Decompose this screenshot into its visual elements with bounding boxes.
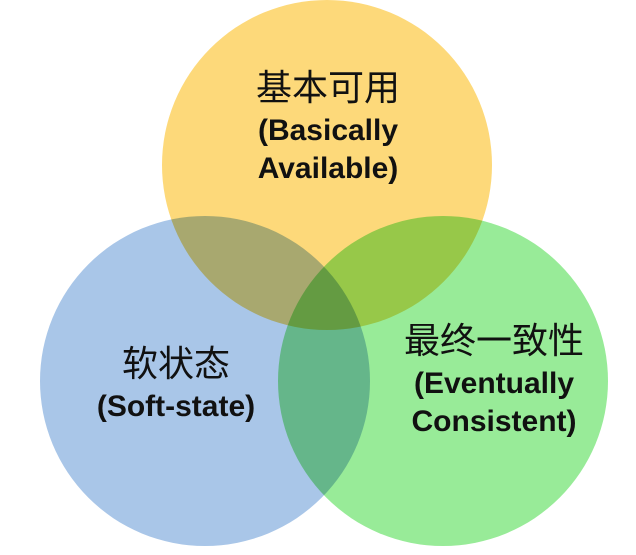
soft-state-label: 软状态 (Soft-state) — [66, 342, 286, 426]
eventually-consistent-subtitle-line1: (Eventually — [413, 367, 575, 400]
eventually-consistent-label: 最终一致性 (Eventually Consistent) — [374, 319, 614, 441]
basically-available-title: 基本可用 — [255, 68, 400, 109]
eventually-consistent-subtitle-line2: Consistent) — [411, 405, 577, 438]
soft-state-title: 软状态 — [121, 344, 230, 385]
basically-available-subtitle-line1: (Basically — [257, 114, 399, 147]
eventually-consistent-title: 最终一致性 — [403, 321, 584, 362]
eventually-consistent-circle — [278, 216, 608, 546]
basically-available-subtitle-line2: Available) — [257, 152, 399, 185]
soft-state-subtitle: (Soft-state) — [96, 390, 256, 423]
soft-state-circle — [40, 216, 370, 546]
basically-available-label: 基本可用 (Basically Available) — [228, 66, 428, 188]
